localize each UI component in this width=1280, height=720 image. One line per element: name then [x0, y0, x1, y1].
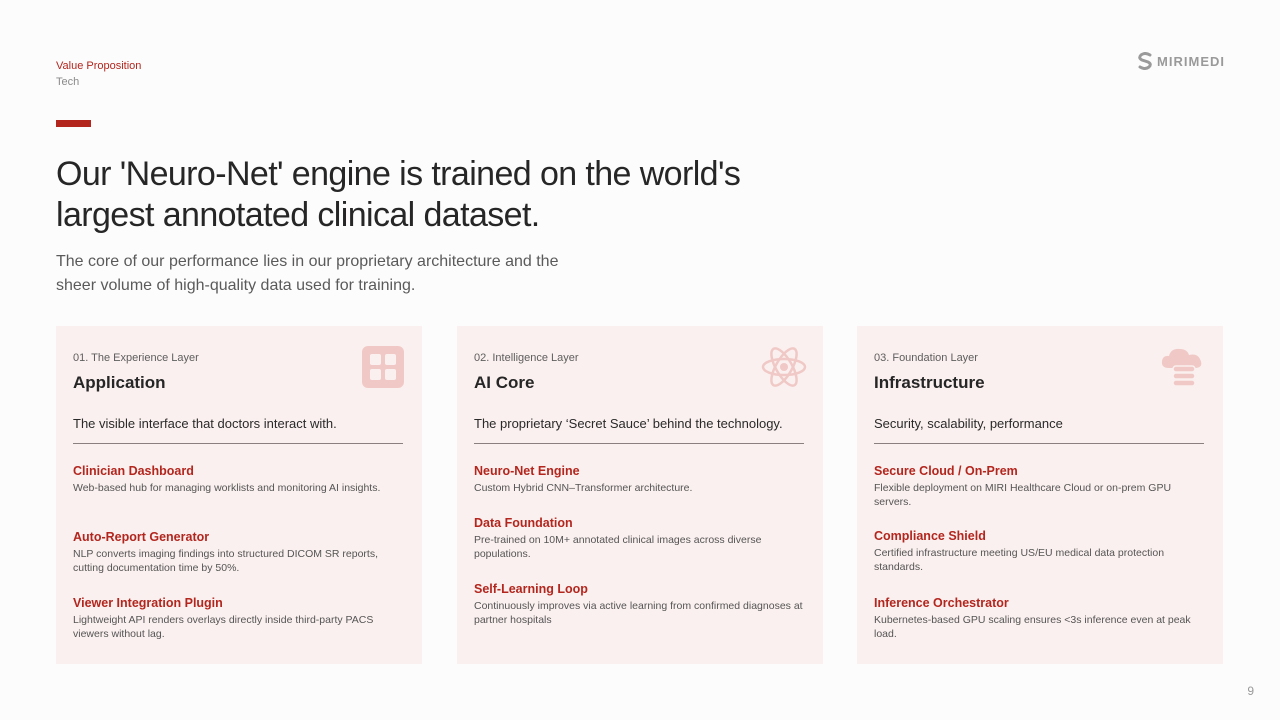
eyebrow: Value Proposition Tech [56, 58, 141, 90]
feature-item: Auto-Report Generator NLP converts imagi… [73, 529, 406, 575]
card-title: Infrastructure [874, 373, 985, 392]
page-title: Our 'Neuro-Net' engine is trained on the… [56, 155, 741, 234]
logo-text: MIRIMEDI [1157, 53, 1225, 69]
card-description: The proprietary ‘Secret Sauce’ behind th… [474, 416, 783, 431]
feature-title: Viewer Integration Plugin [73, 596, 223, 610]
feature-item: Compliance Shield Certified infrastructu… [874, 528, 1207, 574]
card-layer-label: 01. The Experience Layer [73, 352, 199, 364]
card-title: AI Core [474, 373, 535, 392]
feature-title: Clinician Dashboard [73, 464, 194, 478]
card-divider [874, 443, 1204, 444]
subsection-label: Tech [56, 76, 80, 88]
feature-item: Data Foundation Pre-trained on 10M+ anno… [474, 515, 807, 561]
mirimedi-logo-icon [1138, 52, 1152, 70]
feature-description: Flexible deployment on MIRI Healthcare C… [874, 482, 1172, 508]
card-application: 01. The Experience Layer Application The… [56, 326, 422, 664]
feature-description: Web-based hub for managing worklists and… [73, 482, 381, 494]
card-layer-label: 03. Foundation Layer [874, 352, 978, 364]
card-description: The visible interface that doctors inter… [73, 416, 337, 431]
atom-icon [761, 347, 807, 387]
feature-item: Self-Learning Loop Continuously improves… [474, 581, 807, 627]
cloud-server-icon [1161, 348, 1202, 387]
feature-description: Continuously improves via active learnin… [474, 600, 803, 626]
feature-item: Inference Orchestrator Kubernetes-based … [874, 595, 1207, 641]
feature-description: NLP converts imaging findings into struc… [73, 548, 379, 574]
card-layer-label: 02. Intelligence Layer [474, 352, 579, 364]
feature-item: Secure Cloud / On-Prem Flexible deployme… [874, 463, 1207, 509]
card-divider [73, 443, 403, 444]
feature-title: Data Foundation [474, 516, 573, 530]
feature-item: Viewer Integration Plugin Lightweight AP… [73, 595, 406, 641]
feature-title: Inference Orchestrator [874, 596, 1009, 610]
grid-icon [362, 346, 404, 388]
card-ai-core: 02. Intelligence Layer AI Core The propr… [457, 326, 823, 664]
feature-title: Auto-Report Generator [73, 530, 210, 544]
feature-title: Compliance Shield [874, 529, 986, 543]
page-number: 9 [1247, 684, 1254, 698]
card-infrastructure: 03. Foundation Layer Infrastructure Secu… [857, 326, 1223, 664]
feature-title: Secure Cloud / On-Prem [874, 464, 1018, 478]
feature-description: Kubernetes-based GPU scaling ensures <3s… [874, 614, 1191, 640]
feature-description: Lightweight API renders overlays directl… [73, 614, 374, 640]
feature-item: Neuro-Net Engine Custom Hybrid CNN–Trans… [474, 463, 807, 495]
feature-title: Self-Learning Loop [474, 582, 588, 596]
feature-description: Certified infrastructure meeting US/EU m… [874, 547, 1165, 573]
section-label: Value Proposition [56, 60, 142, 72]
card-description: Security, scalability, performance [874, 416, 1063, 431]
feature-description: Custom Hybrid CNN–Transformer architectu… [474, 482, 693, 494]
card-title: Application [73, 373, 166, 392]
page-subtitle: The core of our performance lies in our … [56, 253, 559, 294]
accent-bar [56, 120, 91, 127]
feature-title: Neuro-Net Engine [474, 464, 580, 478]
card-divider [474, 443, 804, 444]
feature-description: Pre-trained on 10M+ annotated clinical i… [474, 534, 762, 560]
brand-logo: MIRIMEDI [1137, 52, 1225, 70]
feature-item: Clinician Dashboard Web-based hub for ma… [73, 463, 406, 495]
